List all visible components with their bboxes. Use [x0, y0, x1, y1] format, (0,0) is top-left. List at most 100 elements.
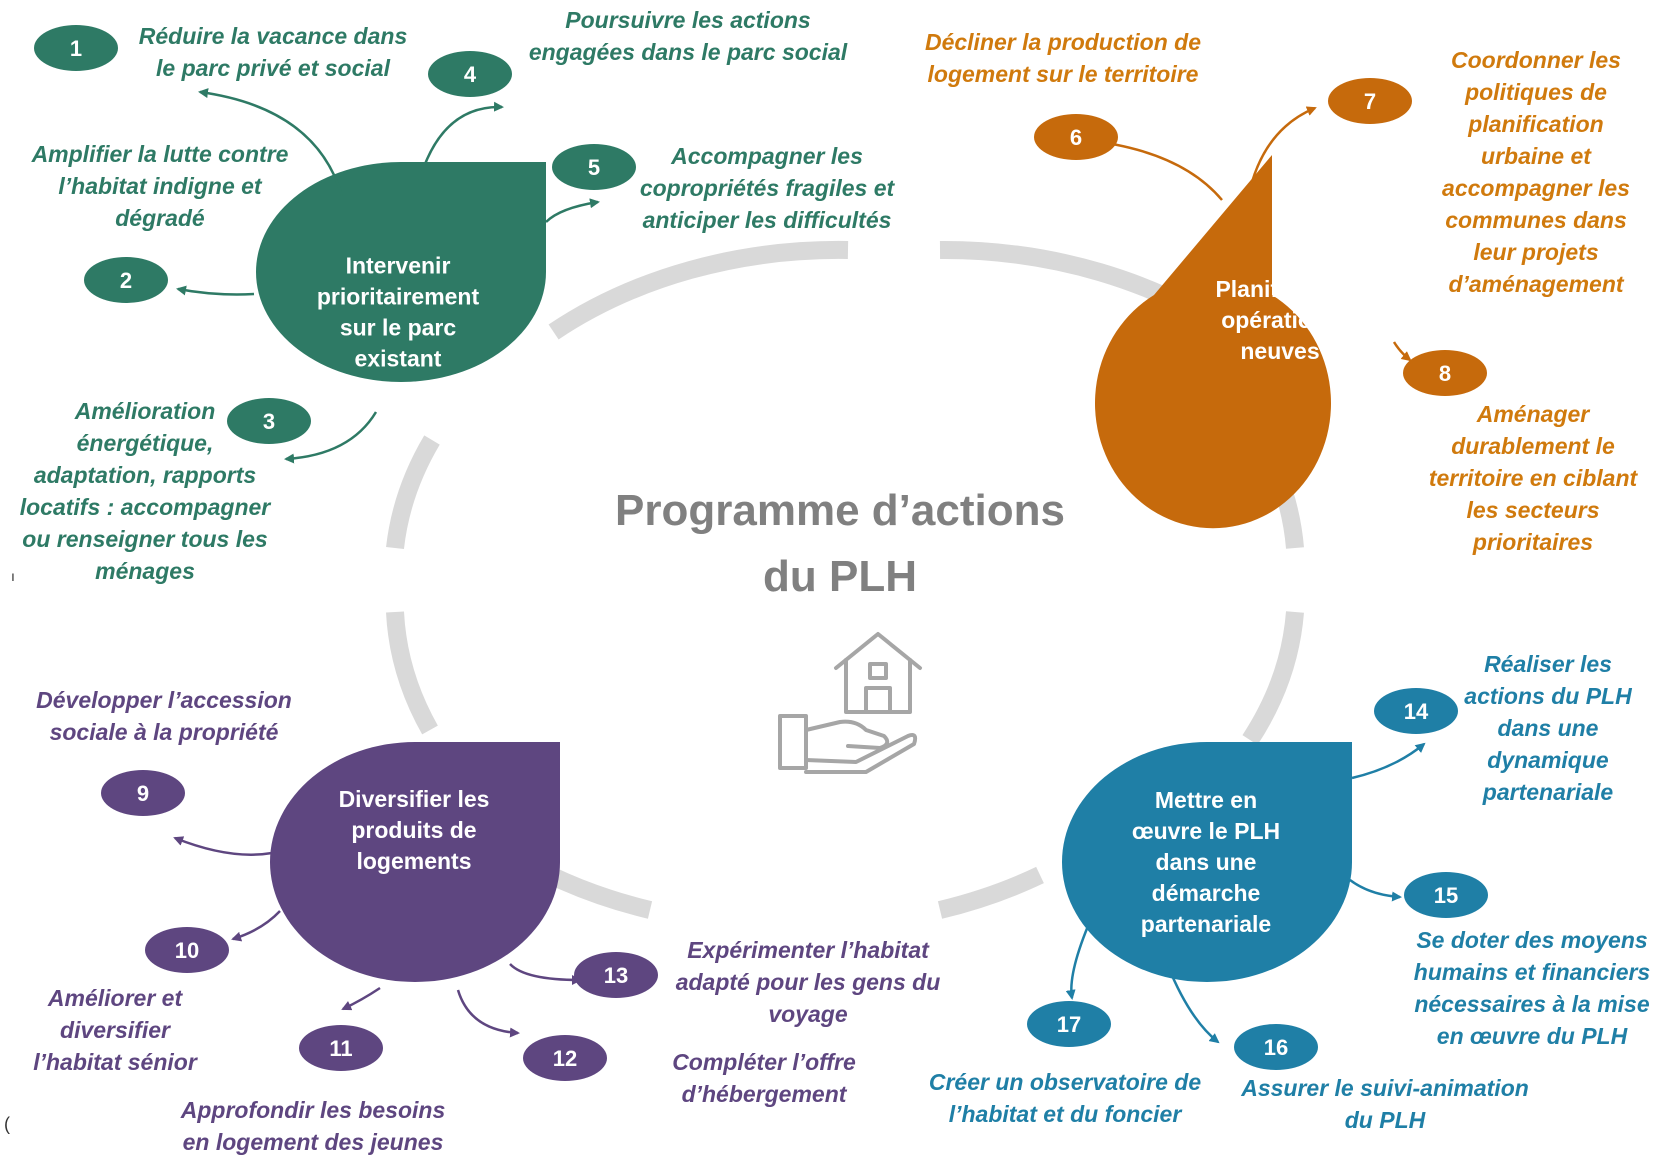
arrow-to-13 [509, 963, 582, 985]
oval-9 [101, 770, 185, 816]
oval-13-label: 13 [604, 963, 628, 988]
oval-17 [1027, 1001, 1111, 1047]
action-label-13: Expérimenter l’habitat adapté pour les ge… [668, 934, 948, 1030]
action-4-line: engagées dans le parc social [528, 39, 848, 65]
action-15-line: Se doter des moyens [1416, 927, 1648, 953]
action-label-4: Poursuivre les actions engagées dans le p… [518, 4, 858, 68]
action-8-line: prioritaires [1472, 529, 1594, 555]
action-11-line: Approfondir les besoins [180, 1097, 446, 1123]
connectors-blue [1065, 742, 1426, 1044]
action-1-line: le parc privé et social [156, 55, 390, 81]
oval-14-label: 14 [1404, 699, 1429, 724]
theme-blue-line: œuvre le PLH [1132, 818, 1280, 844]
action-7-line: urbaine et [1481, 143, 1591, 169]
action-3-line: ménages [95, 558, 195, 584]
oval-3-label: 3 [263, 409, 275, 434]
connectors-green [176, 88, 600, 464]
theme-purple-line: produits de [351, 817, 476, 843]
arrow-to-1 [198, 88, 344, 197]
action-15-line: nécessaires à la mise [1414, 991, 1650, 1017]
action-11-line: en logement des jeunes [182, 1129, 444, 1155]
action-14-line: partenariale [1482, 779, 1614, 805]
oval-7-label: 7 [1364, 89, 1376, 114]
action-17-line: Créer un observatoire de [928, 1069, 1202, 1095]
arrow-to-15 [1349, 878, 1402, 902]
action-label-6: Décliner la production de logement sur le… [918, 26, 1208, 90]
oval-5-label: 5 [588, 155, 600, 180]
action-16-line: Assurer le suivi-animation [1241, 1075, 1529, 1101]
arrow-to-16 [1166, 965, 1220, 1044]
theme-drop-purple [270, 742, 560, 982]
oval-17-label: 17 [1057, 1012, 1081, 1037]
action-label-12: Compléter l’offre d’hébergement [664, 1046, 864, 1110]
action-2-line: dégradé [115, 205, 205, 231]
oval-13 [574, 952, 658, 998]
ring-arc-lower-right [1242, 611, 1304, 745]
oval-11 [299, 1025, 383, 1071]
oval-2 [84, 257, 168, 303]
action-label-1: Réduire la vacance dans le parc privé et … [128, 20, 418, 84]
number-ovals: 1 2 3 4 5 6 7 8 9 10 11 12 13 1 [34, 25, 1488, 1081]
arrow-to-12 [456, 989, 520, 1038]
oval-10-label: 10 [175, 938, 199, 963]
theme-green-line: Intervenir [346, 253, 451, 279]
theme-green-line: existant [355, 346, 442, 372]
action-15-line: humains et financiers [1413, 959, 1651, 985]
ring-arc-bottom-left [546, 866, 653, 919]
arrow-to-11 [341, 986, 381, 1011]
theme-orange-line: neuves [1240, 338, 1319, 364]
theme-purple-line: logements [356, 848, 471, 874]
action-7-line: leur projets [1473, 239, 1599, 265]
action-13-line: adapté pour les gens du [675, 969, 941, 995]
action-12-line: d’hébergement [681, 1081, 847, 1107]
action-15-line: en œuvre du PLH [1436, 1023, 1628, 1049]
oval-12 [523, 1035, 607, 1081]
oval-7 [1328, 78, 1412, 124]
title-line-1: Programme d’actions [615, 486, 1065, 535]
theme-blue-line: partenariale [1141, 911, 1271, 937]
action-6-line: logement sur le territoire [927, 61, 1199, 87]
oval-3 [227, 398, 311, 444]
oval-1-label: 1 [70, 36, 82, 61]
theme-orange-line: Planifier les [1215, 276, 1344, 302]
action-4-line: Poursuivre les actions [565, 7, 811, 33]
action-3-line: ou renseigner tous les [22, 526, 268, 552]
oval-6 [1034, 114, 1118, 160]
action-12-line: Compléter l’offre [672, 1049, 856, 1075]
arrow-to-7 [1246, 106, 1317, 199]
ring-arc-top-left [548, 240, 849, 340]
oval-5 [552, 144, 636, 190]
action-3-line: énergétique, [76, 430, 214, 456]
house-in-hand-icon [778, 632, 922, 774]
oval-4 [428, 51, 512, 97]
action-6-line: Décliner la production de [924, 29, 1202, 55]
action-1-line: Réduire la vacance dans [138, 23, 408, 49]
action-17-line: l’habitat et du foncier [948, 1101, 1182, 1127]
theme-green-line: prioritairement [317, 284, 480, 310]
action-9-line: Développer l’accession [36, 687, 292, 713]
action-2-line: l’habitat indigne et [58, 173, 262, 199]
ring-arc-left-lower [386, 611, 438, 735]
action-8-line: durablement le [1451, 433, 1615, 459]
theme-blue-line: dans une [1156, 849, 1257, 875]
action-label-17: Créer un observatoire de l’habitat et du … [920, 1066, 1210, 1130]
arrow-to-9 [173, 836, 273, 856]
action-10-line: diversifier [60, 1017, 170, 1043]
action-14-line: dans une [1497, 715, 1599, 741]
action-14-line: Réaliser les [1484, 651, 1612, 677]
action-3-line: locatifs : accompagner [19, 494, 271, 520]
action-5-line: anticiper les difficultés [642, 207, 892, 233]
action-7-line: communes dans [1445, 207, 1627, 233]
action-5-line: copropriétés fragiles et [639, 175, 895, 201]
action-13-line: Expérimenter l’habitat [687, 937, 929, 963]
